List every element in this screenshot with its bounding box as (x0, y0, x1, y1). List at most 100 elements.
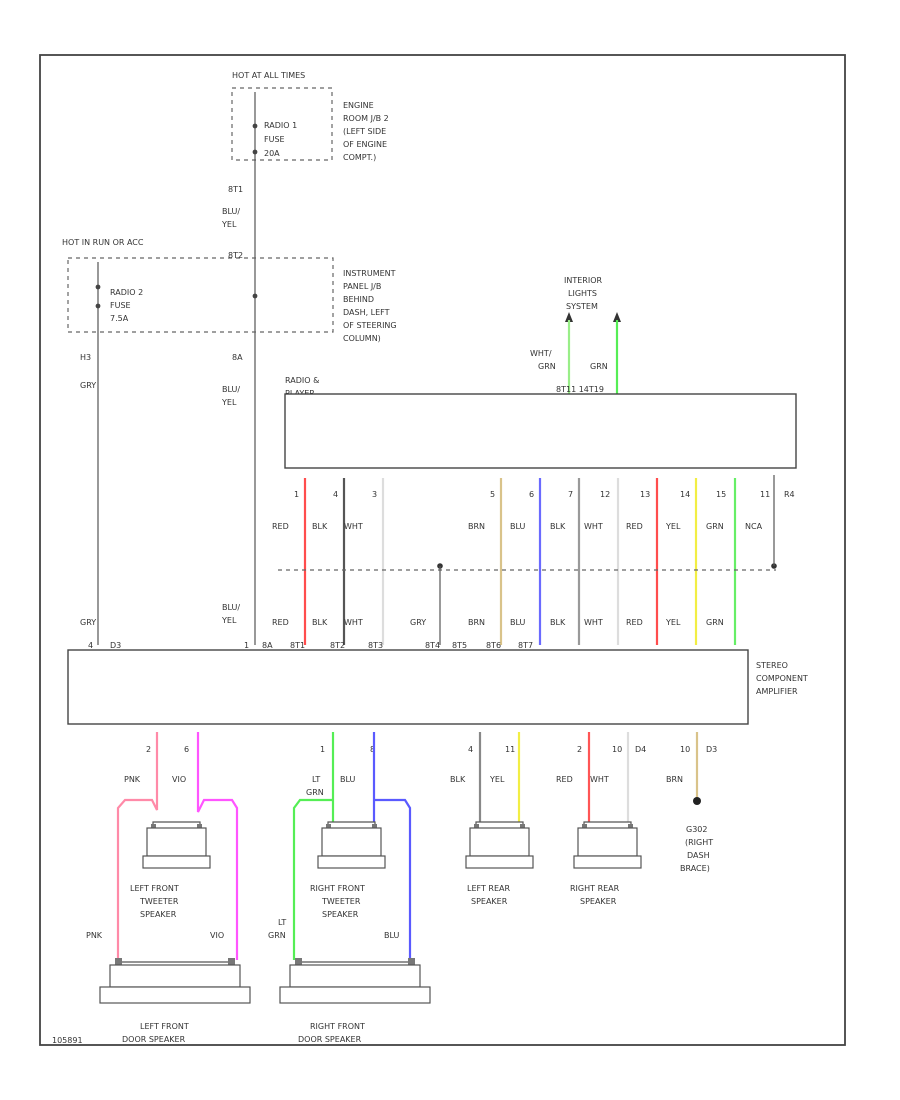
rf-door-speaker-icon (279, 958, 431, 1004)
spk-color-3: BLU (340, 775, 356, 784)
spk-color-2: LT (312, 775, 320, 784)
amp-bottom-pin-8: D4 (635, 745, 646, 754)
radio-color-5: BLK (550, 522, 566, 531)
right-rear-speaker-icon (573, 821, 642, 869)
spk-color-8: BRN (666, 775, 683, 784)
radio-color-0: RED (272, 522, 289, 531)
amp-color-6: WHT (584, 618, 603, 627)
instrument-jb-label: INSTRUMENT PANEL J/B BEHIND DASH, LEFT O… (343, 269, 397, 343)
amplifier-box (67, 649, 749, 725)
hot-in-run-label: HOT IN RUN OR ACC (62, 238, 144, 247)
wire-pnk (116, 732, 159, 960)
amp-color-3: BRN (468, 618, 485, 627)
amp-color-2: WHT (344, 618, 363, 627)
svg-text:COLUMN): COLUMN) (343, 334, 381, 343)
svg-text:LT: LT (278, 918, 286, 927)
amp-pin-7: 8T4 (425, 641, 440, 650)
radio-pin-5: 5 (490, 490, 495, 499)
radio-color-3: BRN (468, 522, 485, 531)
svg-text:RIGHT REAR: RIGHT REAR (570, 884, 620, 893)
blu-yel-3: BLU/ (222, 603, 240, 612)
small-speakers (142, 821, 642, 869)
pin-8t2: 8T2 (228, 251, 243, 260)
svg-text:G302: G302 (686, 825, 707, 834)
svg-text:20A: 20A (264, 149, 280, 158)
svg-text:RIGHT FRONT: RIGHT FRONT (310, 884, 365, 893)
svg-text:RADIO 2: RADIO 2 (110, 288, 143, 297)
pin-8t1: 8T1 (228, 185, 243, 194)
diagram-code: 105891 (52, 1036, 83, 1045)
radio2-fuse-label: RADIO 2 FUSE 7.5A (110, 288, 143, 323)
svg-text:GRN: GRN (538, 362, 556, 371)
radio-pin-3: 3 (372, 490, 377, 499)
spk-color-0: PNK (124, 775, 141, 784)
amp-bottom-pin-9: 10 (680, 745, 690, 754)
rf-tweeter-label: RIGHT FRONT TWEETER SPEAKER (310, 884, 365, 919)
wire-blu-yel-2: BLU/ (222, 385, 240, 394)
radio-color-1: BLK (312, 522, 328, 531)
amp-pin-4: 8T1 (290, 641, 305, 650)
radio-to-amp-wires (303, 478, 737, 645)
radio-pin-13: 13 (640, 490, 650, 499)
amp-bottom-pin-3: 8 (370, 745, 375, 754)
wht-grn-label: WHT/ (530, 349, 552, 358)
door-speakers (99, 958, 431, 1004)
amp-color-4: BLU (510, 618, 526, 627)
svg-text:FUSE: FUSE (110, 301, 131, 310)
rf-door-label: RIGHT FRONT DOOR SPEAKER (298, 1022, 365, 1044)
amp-pin-1: D3 (110, 641, 121, 650)
left-rear-speaker-icon (465, 821, 534, 869)
amp-pin-5: 8T2 (330, 641, 345, 650)
wire-vio (196, 732, 239, 960)
gry-left-label: GRY (80, 618, 96, 627)
wire-lt-grn (292, 732, 335, 960)
svg-text:OF STEERING: OF STEERING (343, 321, 397, 330)
svg-text:OF ENGINE: OF ENGINE (343, 140, 387, 149)
amp-bottom-pin-4: 4 (468, 745, 473, 754)
amp-color-8: YEL (665, 618, 681, 627)
svg-text:RADIO 1: RADIO 1 (264, 121, 297, 130)
svg-text:TWEETER: TWEETER (139, 897, 179, 906)
gry-center-label: GRY (410, 618, 426, 627)
radio-pin-15: 15 (716, 490, 726, 499)
svg-text:(RIGHT: (RIGHT (685, 838, 713, 847)
svg-text:FUSE: FUSE (264, 135, 285, 144)
radio-pin-4: 4 (333, 490, 338, 499)
svg-text:PANEL J/B: PANEL J/B (343, 282, 381, 291)
amp-pin-3: 8A (262, 641, 273, 650)
engine-jb-label: ENGINE ROOM J/B 2 (LEFT SIDE OF ENGINE C… (343, 101, 389, 162)
wire-blu (372, 732, 412, 960)
l-rear-label: LEFT REAR SPEAKER (467, 884, 510, 906)
svg-text:LEFT REAR: LEFT REAR (467, 884, 510, 893)
svg-text:LEFT FRONT: LEFT FRONT (130, 884, 179, 893)
amp-color-1: BLK (312, 618, 328, 627)
svg-text:STEREO: STEREO (756, 661, 788, 670)
amp-bottom-pin-10: D3 (706, 745, 717, 754)
amp-color-7: RED (626, 618, 643, 627)
svg-text:ROOM J/B 2: ROOM J/B 2 (343, 114, 389, 123)
svg-text:BEHIND: BEHIND (343, 295, 374, 304)
grn-label: GRN (590, 362, 608, 371)
svg-text:LIGHTS: LIGHTS (568, 289, 597, 298)
amp-color-9: GRN (706, 618, 724, 627)
svg-text:RIGHT FRONT: RIGHT FRONT (310, 1022, 365, 1031)
rf-tweeter-speaker-icon (317, 821, 386, 869)
amp-pin-0: 4 (88, 641, 93, 650)
radio-pin-R4: R4 (784, 490, 795, 499)
svg-text:BRACE): BRACE) (680, 864, 710, 873)
svg-text:INSTRUMENT: INSTRUMENT (343, 269, 396, 278)
radio-pin-11: 11 (760, 490, 770, 499)
svg-text:DOOR SPEAKER: DOOR SPEAKER (122, 1035, 186, 1044)
amp-bottom-pin-7: 10 (612, 745, 622, 754)
svg-text:YEL: YEL (221, 220, 237, 229)
radio-pin-14: 14 (680, 490, 690, 499)
spk-color-2b: GRN (306, 788, 324, 797)
radio-color-7: RED (626, 522, 643, 531)
diagram-frame (39, 54, 846, 1046)
radio-player-box (284, 393, 797, 469)
radio-color-4: BLU (510, 522, 526, 531)
engine-jb-box (231, 87, 333, 161)
